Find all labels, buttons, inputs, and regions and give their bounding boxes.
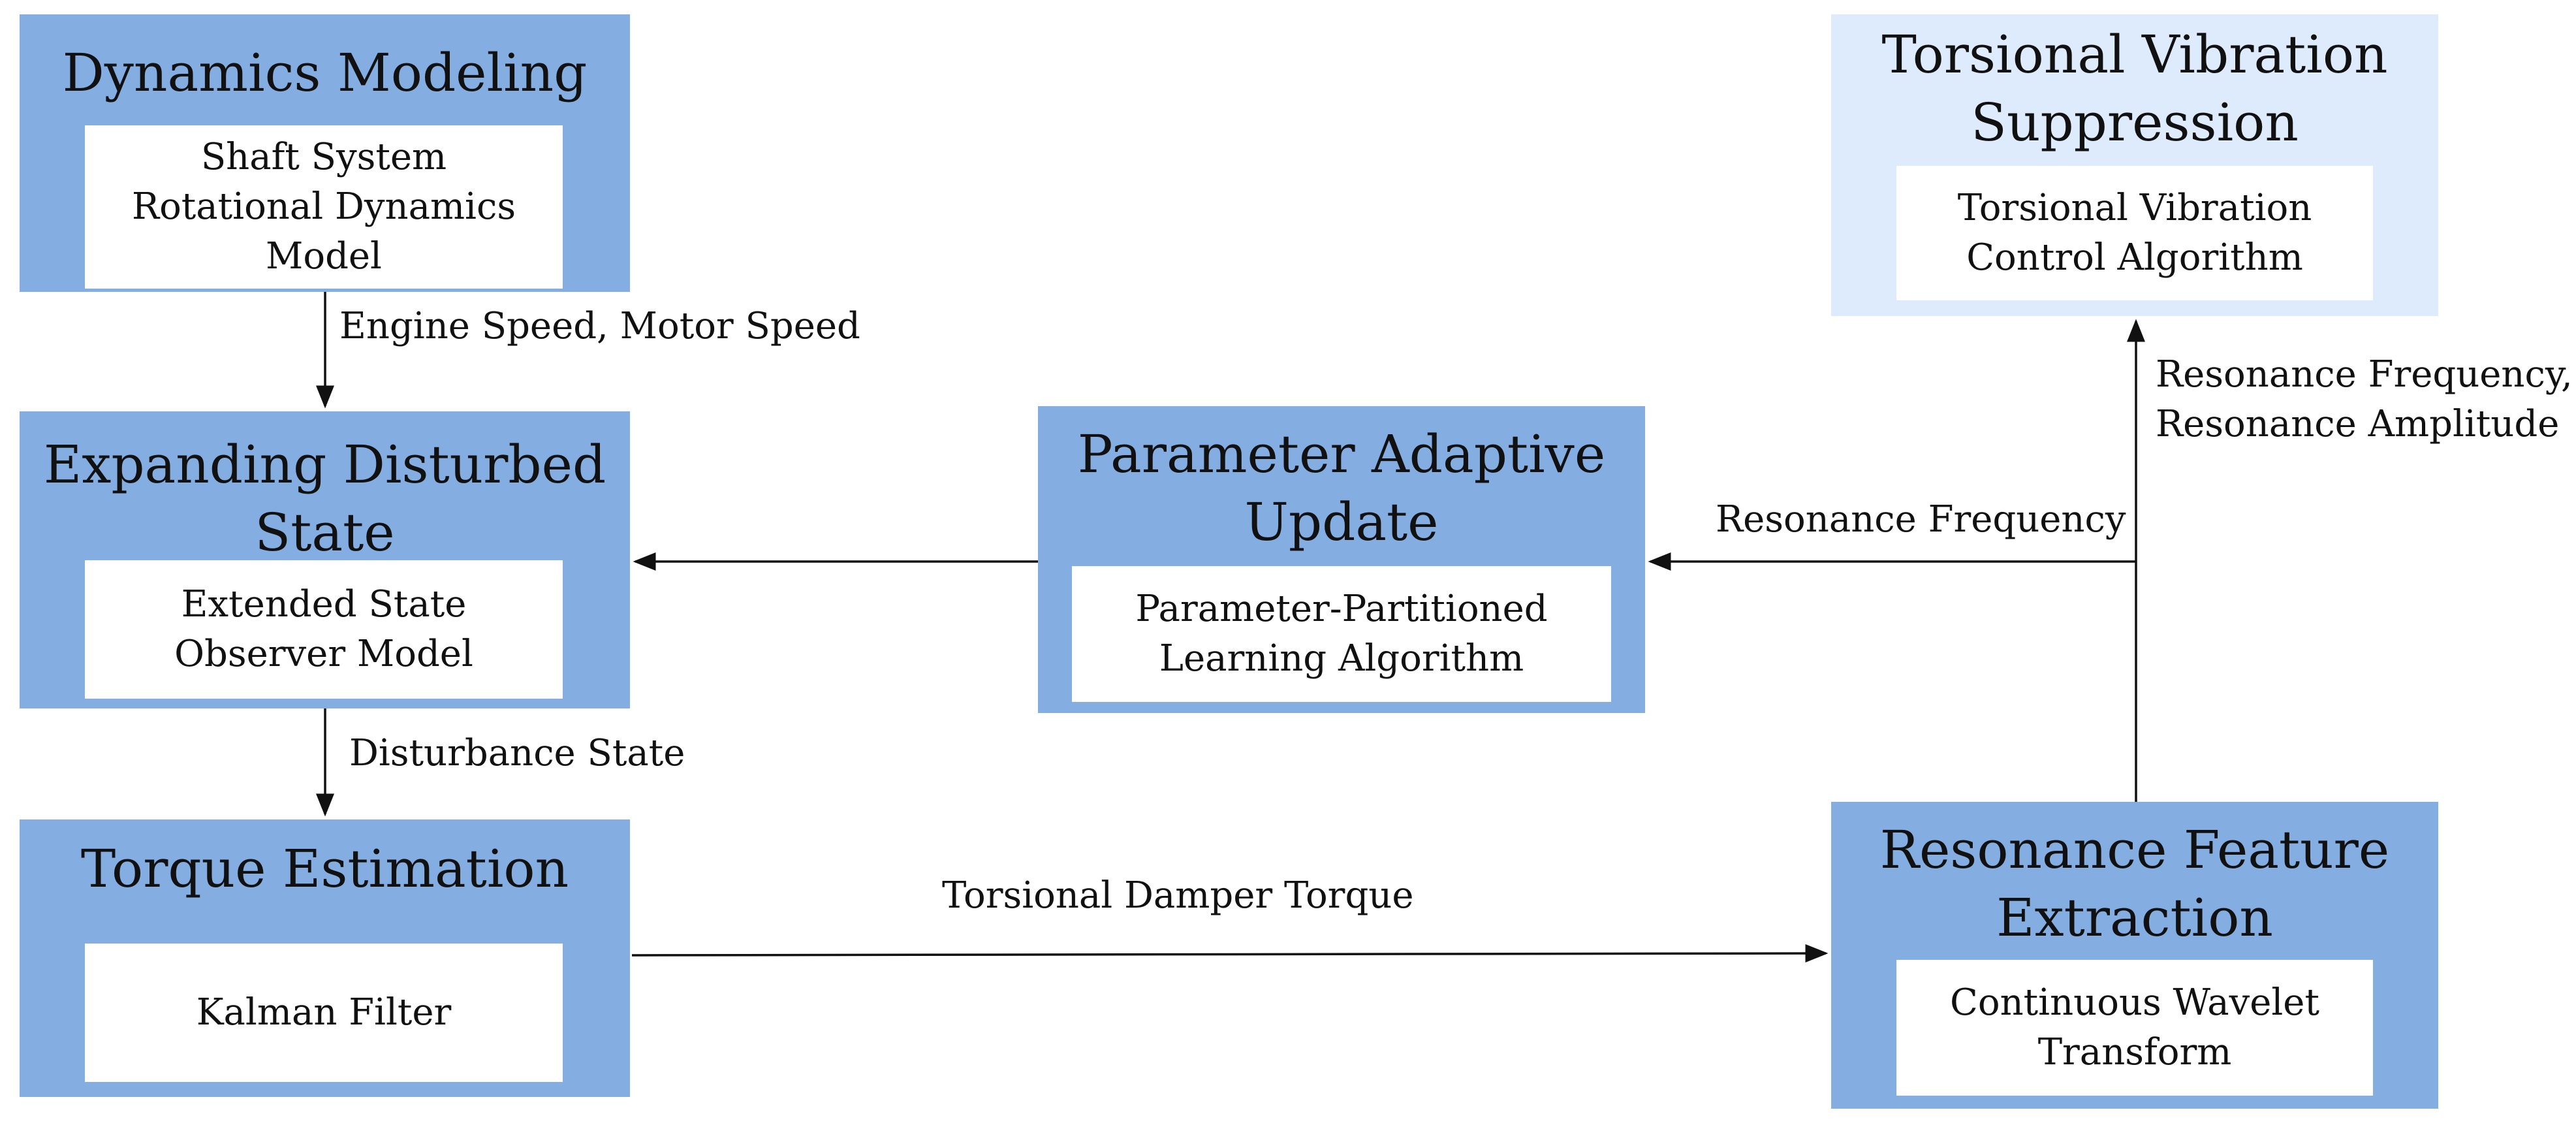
expanding-disturbed-state-content-box: Extended State Observer Model <box>85 560 563 699</box>
edge-label-resonance-frequency-amplitude: Resonance Frequency, Resonance Amplitude <box>2156 353 2573 445</box>
expanding-disturbed-state-block: Expanding Disturbed State Extended State… <box>20 411 630 708</box>
dynamics-modeling-title: Dynamics Modeling <box>62 42 588 103</box>
dynamics-modeling-content-box: Shaft System Rotational Dynamics Model <box>85 125 563 289</box>
expanding-disturbed-state-title: Expanding Disturbed State <box>43 434 606 563</box>
torque-estimation-block: Torque Estimation Kalman Filter <box>20 819 630 1097</box>
torsional-vibration-suppression-content-box: Torsional Vibration Control Algorithm <box>1896 166 2373 300</box>
parameter-adaptive-update-content: Parameter-Partitioned Learning Algorithm <box>1135 588 1548 680</box>
parameter-adaptive-update-title: Parameter Adaptive Update <box>1077 424 1606 552</box>
expanding-disturbed-state-content: Extended State Observer Model <box>174 583 473 675</box>
parameter-adaptive-update-block: Parameter Adaptive Update Parameter-Part… <box>1038 406 1645 713</box>
edge-label-resonance-frequency: Resonance Frequency <box>1716 498 2126 541</box>
torque-estimation-title: Torque Estimation <box>80 838 569 899</box>
resonance-feature-extraction-title: Resonance Feature Extraction <box>1879 819 2390 948</box>
edge-label-engine-motor-speed: Engine Speed, Motor Speed <box>339 305 860 347</box>
torque-estimation-content-box: Kalman Filter <box>85 944 563 1082</box>
torque-estimation-content: Kalman Filter <box>196 991 452 1034</box>
torsional-vibration-suppression-block: Torsional Vibration Suppression Torsiona… <box>1831 14 2438 316</box>
edge-label-torsional-damper-torque: Torsional Damper Torque <box>942 874 1414 917</box>
dynamics-modeling-block: Dynamics Modeling Shaft System Rotationa… <box>20 14 630 292</box>
edge-label-disturbance-state: Disturbance State <box>349 732 685 774</box>
parameter-adaptive-update-content-box: Parameter-Partitioned Learning Algorithm <box>1072 566 1611 702</box>
torsional-vibration-suppression-content: Torsional Vibration Control Algorithm <box>1957 187 2312 279</box>
resonance-feature-extraction-content-box: Continuous Wavelet Transform <box>1896 960 2373 1096</box>
resonance-feature-extraction-block: Resonance Feature Extraction Continuous … <box>1831 802 2438 1109</box>
torsional-vibration-suppression-title: Torsional Vibration Suppression <box>1881 24 2388 153</box>
resonance-feature-extraction-content: Continuous Wavelet Transform <box>1950 981 2319 1073</box>
arrow-torque-to-resonance <box>631 944 1829 963</box>
dynamics-modeling-content: Shaft System Rotational Dynamics Model <box>131 136 516 278</box>
